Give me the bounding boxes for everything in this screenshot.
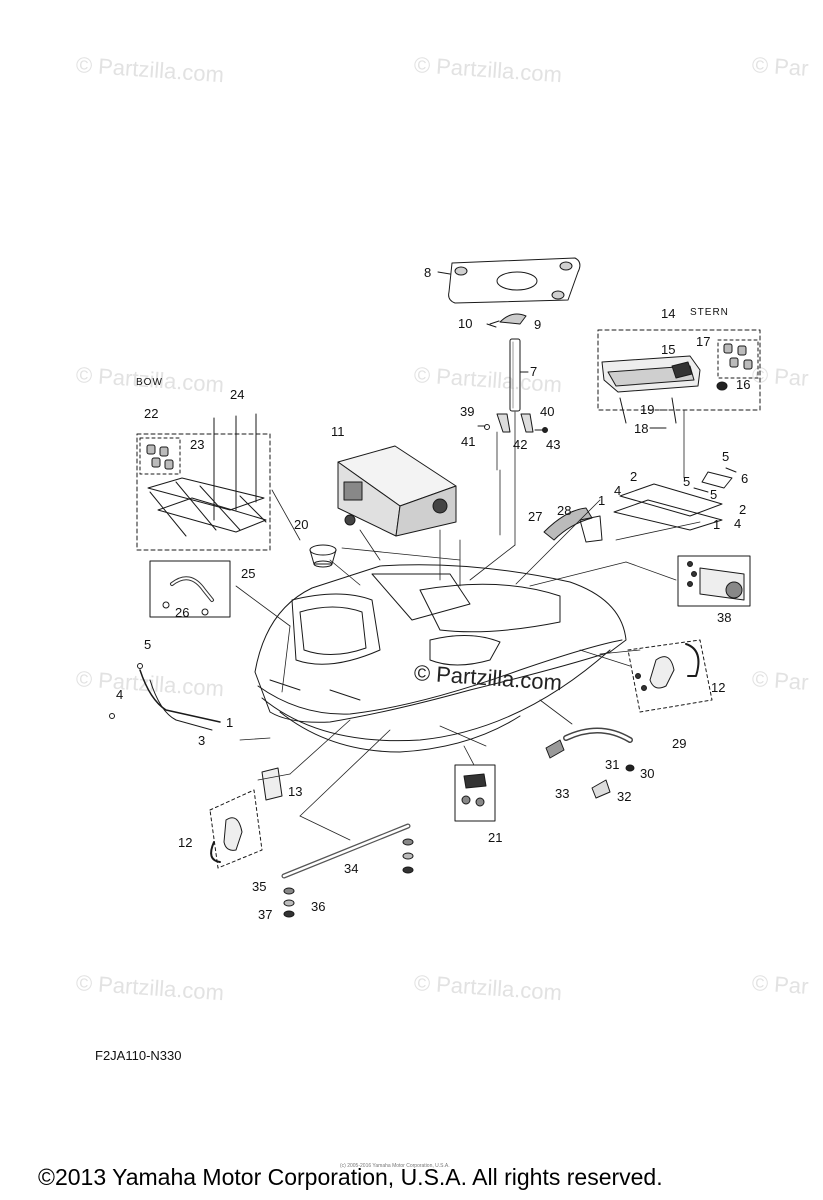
drain-hose-parts — [545, 727, 635, 799]
callout-28: 28 — [557, 503, 572, 518]
callout-43: 43 — [546, 437, 561, 452]
callout-27: 27 — [528, 509, 543, 524]
callout-33: 33 — [555, 786, 570, 801]
cleat-parts-left — [209, 767, 283, 869]
credit-line: (c) 2005-2016 Yamaha Motor Corporation, … — [340, 1163, 450, 1169]
callout-19: 19 — [640, 402, 655, 417]
callout-10: 10 — [458, 316, 473, 331]
callout-11: 11 — [331, 424, 345, 439]
callout-40: 40 — [540, 404, 555, 419]
callout-21: 21 — [488, 830, 503, 845]
callout-4a: 4 — [614, 483, 622, 498]
boat-hull — [254, 564, 627, 753]
callout-12a: 12 — [711, 680, 726, 695]
callout-32: 32 — [617, 789, 632, 804]
callout-4b: 4 — [734, 516, 742, 531]
callout-38: 38 — [717, 610, 732, 625]
callout-41: 41 — [461, 434, 476, 449]
callout-4c: 4 — [116, 687, 124, 702]
bow-ladder-kit-box — [136, 413, 271, 551]
leader-lines — [235, 409, 701, 841]
callout-6: 6 — [741, 471, 749, 486]
callout-5c: 5 — [710, 487, 718, 502]
callout-26: 26 — [175, 605, 190, 620]
filler-cap-parts — [454, 764, 496, 822]
cup-holder-part — [309, 544, 337, 568]
table-top-part — [437, 257, 581, 304]
switch-panel-box — [677, 555, 751, 607]
callout-1c: 1 — [226, 715, 234, 730]
callout-5d: 5 — [144, 637, 152, 652]
bow-label: BOW — [136, 377, 163, 388]
cooler-part — [337, 445, 457, 537]
callout-1b: 1 — [713, 517, 721, 532]
cleat-parts-right — [627, 639, 713, 713]
callout-42: 42 — [513, 437, 528, 452]
callout-3: 3 — [198, 733, 206, 748]
table-base-part — [486, 313, 527, 328]
callout-13: 13 — [288, 784, 303, 799]
post-bracket-parts — [477, 413, 548, 433]
stern-label: STERN — [690, 307, 729, 318]
callout-37: 37 — [258, 907, 273, 922]
callout-8: 8 — [424, 265, 432, 280]
callout-25: 25 — [241, 566, 256, 581]
callout-9: 9 — [534, 317, 542, 332]
cable-part — [109, 663, 221, 731]
callout-12b: 12 — [178, 835, 193, 850]
callout-29: 29 — [672, 736, 687, 751]
callout-2a: 2 — [630, 469, 638, 484]
callout-7: 7 — [530, 364, 538, 379]
callout-18: 18 — [634, 421, 649, 436]
rail-brackets — [613, 467, 737, 531]
hose-kit-box — [149, 560, 231, 618]
callout-1a: 1 — [598, 493, 606, 508]
callout-15: 15 — [661, 342, 676, 357]
callout-17: 17 — [696, 334, 711, 349]
callout-24: 24 — [230, 387, 245, 402]
callout-2b: 2 — [739, 502, 747, 517]
copyright-notice: ©2013 Yamaha Motor Corporation, U.S.A. A… — [38, 1164, 663, 1190]
callout-35: 35 — [252, 879, 267, 894]
callout-22: 22 — [144, 406, 159, 421]
callout-31: 31 — [605, 757, 620, 772]
callout-36: 36 — [311, 899, 326, 914]
callout-5a: 5 — [722, 449, 730, 464]
callout-5b: 5 — [683, 474, 691, 489]
diagram-code: F2JA110-N330 — [95, 1048, 182, 1063]
ladder-handle-parts — [281, 823, 414, 918]
table-post-part — [509, 338, 529, 412]
handrail-parts — [543, 507, 603, 543]
callout-16: 16 — [736, 377, 751, 392]
callout-34: 34 — [344, 861, 359, 876]
stern-seat-kit-box — [597, 329, 761, 429]
callout-23: 23 — [190, 437, 205, 452]
callout-39: 39 — [460, 404, 475, 419]
callout-20: 20 — [294, 517, 309, 532]
callout-30: 30 — [640, 766, 655, 781]
callout-14: 14 — [661, 306, 676, 321]
